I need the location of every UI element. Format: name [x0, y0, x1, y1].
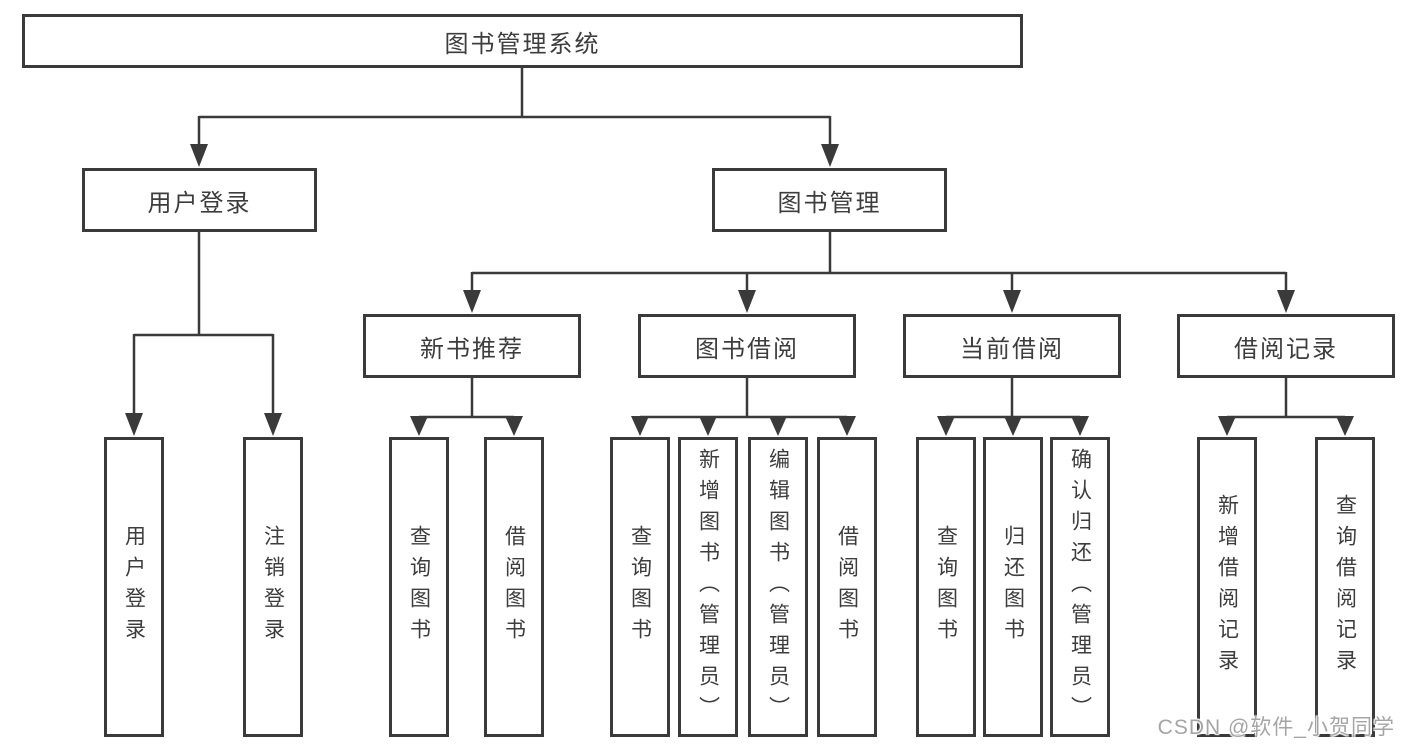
node-book-management: 图书管理 [712, 168, 947, 232]
leaf-edit-book-admin: 编辑图书（管理员） [748, 437, 808, 737]
leaf-return-books: 归还图书 [983, 437, 1043, 737]
node-current-borrowing: 当前借阅 [903, 314, 1121, 378]
leaf-user-login: 用户登录 [104, 437, 164, 737]
csdn-watermark: CSDN @软件_小贺同学 [1157, 716, 1395, 739]
leaf-logout: 注销登录 [243, 437, 303, 737]
leaf-borrow-books: 借阅图书 [817, 437, 877, 737]
arrowheads [125, 144, 1354, 436]
leaf-add-borrow-record: 新增借阅记录 [1197, 437, 1257, 737]
leaf-add-book-admin: 新增图书（管理员） [678, 437, 738, 737]
node-library-management-system: 图书管理系统 [22, 14, 1023, 68]
leaf-borrow-books-recommend: 借阅图书 [484, 437, 544, 737]
node-book-borrowing: 图书借阅 [638, 314, 856, 378]
leaf-confirm-return-admin: 确认归还（管理员） [1050, 437, 1110, 737]
leaf-query-books-current: 查询图书 [916, 437, 976, 737]
leaf-query-books-borrow: 查询图书 [610, 437, 670, 737]
leaf-query-borrow-records: 查询借阅记录 [1315, 437, 1375, 737]
leaf-query-books-recommend: 查询图书 [389, 437, 449, 737]
node-new-book-recommendation: 新书推荐 [363, 314, 581, 378]
node-user-login: 用户登录 [82, 168, 317, 232]
node-borrowing-records: 借阅记录 [1177, 314, 1395, 378]
